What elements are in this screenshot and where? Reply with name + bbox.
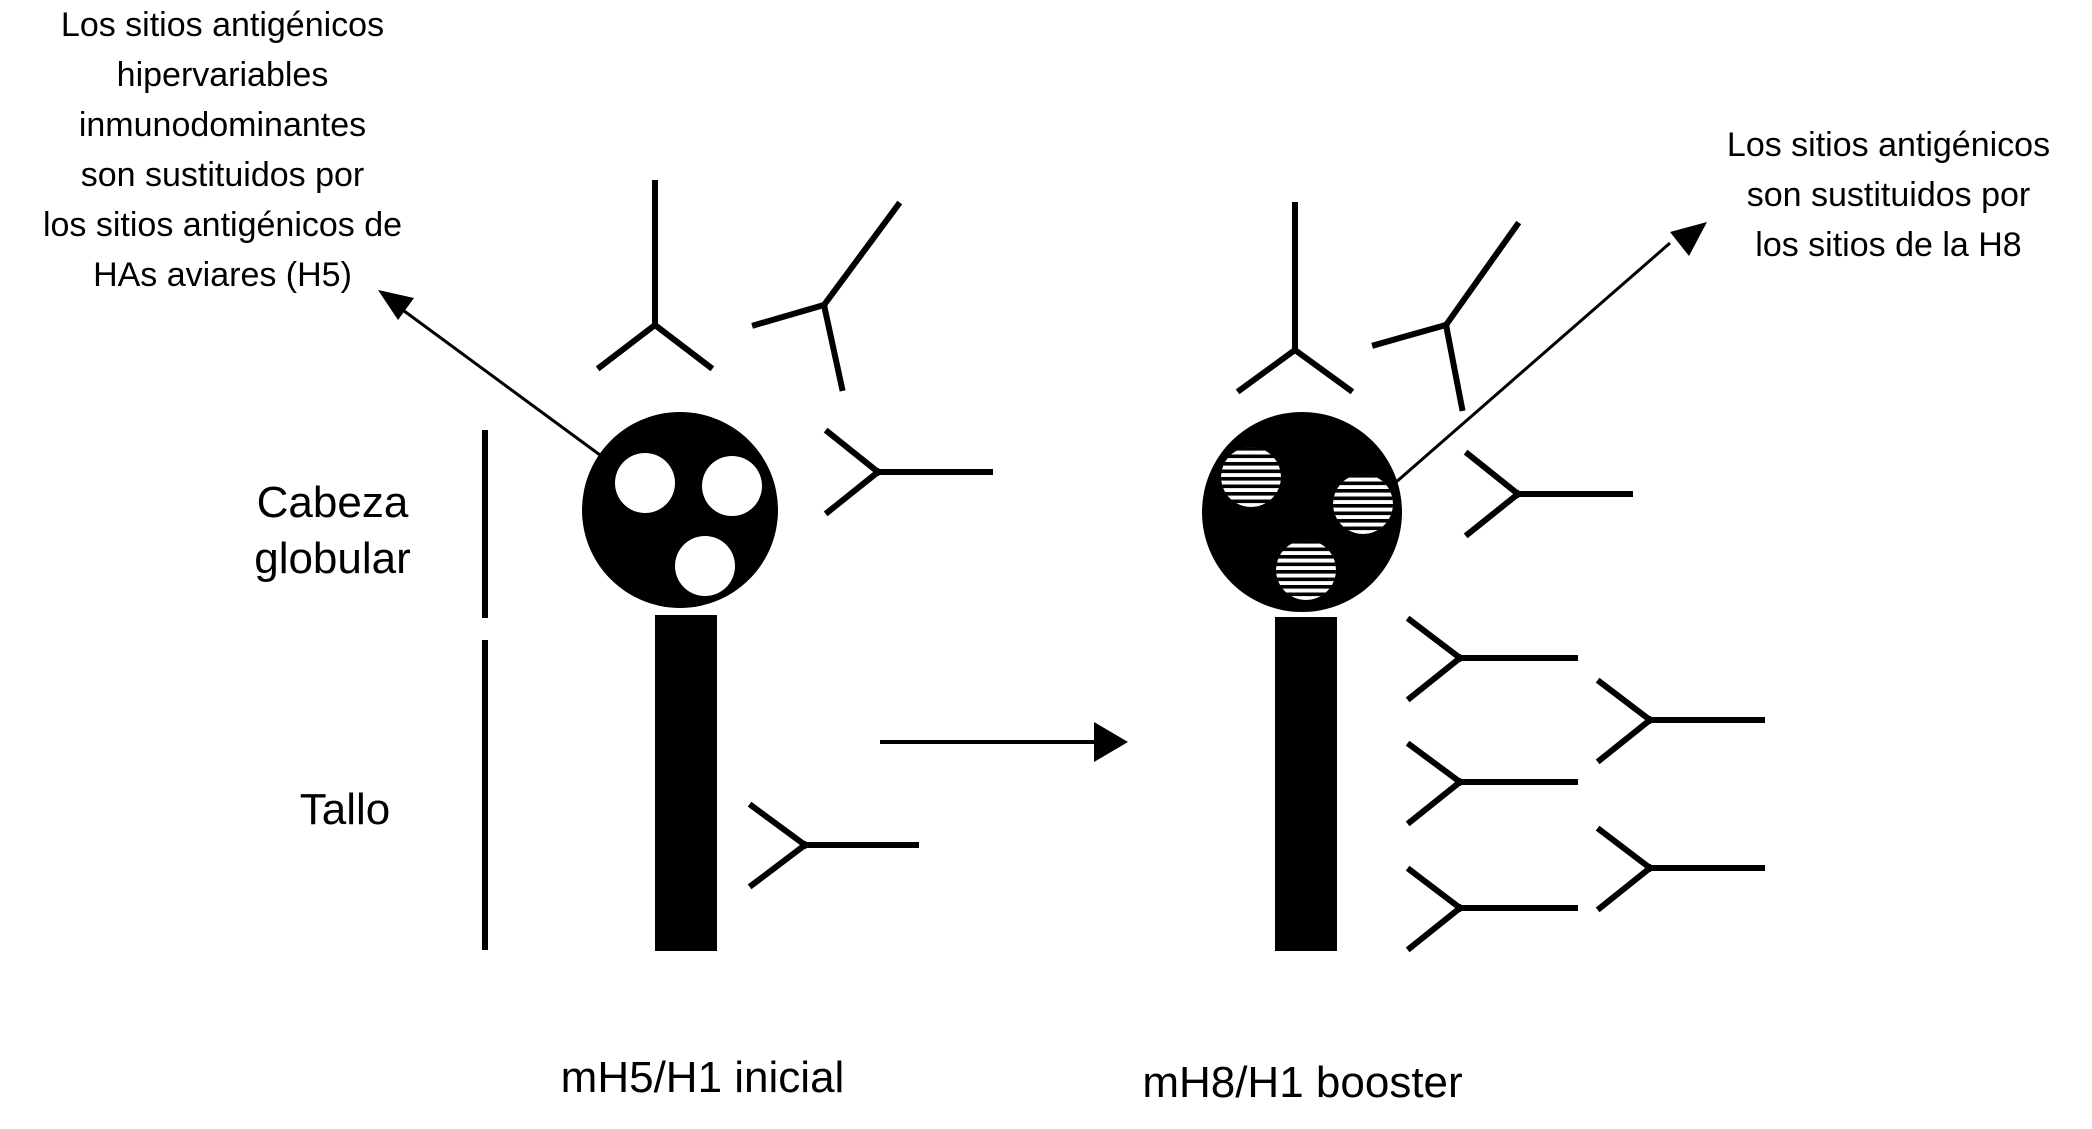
annotation-line: Los sitios antigénicos — [60, 6, 385, 44]
stripe — [1333, 481, 1393, 486]
hemagglutinin-initial — [582, 412, 778, 951]
stripe — [1276, 547, 1336, 552]
stripe — [1333, 504, 1393, 508]
stripe — [1276, 562, 1336, 567]
antibody — [823, 427, 993, 517]
head-region-label: Cabeza globular — [250, 475, 415, 587]
stripe — [1221, 469, 1281, 474]
pointer-arrow-h8 — [1394, 222, 1707, 485]
stalk-initial — [655, 615, 717, 951]
pointer-arrow-h5 — [378, 290, 601, 457]
antibody — [595, 180, 715, 372]
hemagglutinin-booster — [1202, 412, 1402, 951]
stripe — [1333, 526, 1393, 531]
antibody — [1371, 220, 1522, 412]
caption-booster: mH8/H1 booster — [1142, 1058, 1463, 1107]
annotation-line: inmunodominantes — [78, 106, 367, 144]
stripe — [1333, 511, 1393, 516]
antibody — [1405, 740, 1578, 827]
stalk-region-label: Tallo — [299, 785, 391, 834]
stripe — [1276, 585, 1336, 589]
antigenic-site-2 — [702, 456, 762, 516]
annotation-line: los sitios de la H8 — [1755, 226, 2022, 264]
stripe — [1333, 489, 1393, 493]
h5-annotation: Los sitios antigénicos hipervariables in… — [0, 0, 445, 300]
stripe — [1276, 570, 1336, 574]
annotation-line: HAs aviares (H5) — [93, 256, 352, 294]
antibody — [751, 200, 903, 392]
stripe — [1221, 492, 1281, 496]
antigenic-site-1 — [615, 453, 675, 513]
antigenic-site-3 — [675, 536, 735, 596]
antibody — [1235, 202, 1355, 395]
antigenic-site-h8-1 — [1221, 447, 1281, 507]
stripe — [1221, 462, 1281, 466]
stripe — [1221, 454, 1281, 459]
antibody — [747, 801, 919, 890]
antibody — [1595, 677, 1765, 765]
antigenic-site-h8-2 — [1333, 474, 1393, 534]
stripe — [1333, 519, 1393, 523]
antigenic-site-h8-3 — [1276, 540, 1336, 600]
antibody — [1595, 825, 1765, 913]
annotation-line: los sitios antigénicos de — [42, 206, 403, 244]
stripe — [1276, 592, 1336, 597]
antibody — [1405, 615, 1578, 703]
antibody — [1405, 865, 1578, 953]
stripe — [1221, 499, 1281, 504]
annotation-line: Los sitios antigénicos — [1726, 126, 2051, 164]
h8-annotation: Los sitios antigénicos son sustituidos p… — [1685, 120, 2092, 270]
antibody — [1463, 449, 1633, 539]
transition-arrow — [880, 722, 1128, 762]
stripe — [1333, 474, 1393, 478]
annotation-line: son sustituidos por — [80, 156, 365, 194]
stripe — [1221, 477, 1281, 481]
caption-initial: mH5/H1 inicial — [560, 1053, 845, 1102]
stripe — [1276, 555, 1336, 559]
stripe — [1276, 577, 1336, 582]
region-label-line: globular — [254, 534, 411, 583]
stripe — [1221, 484, 1281, 489]
annotation-line: son sustituidos por — [1746, 176, 2031, 214]
stripe — [1221, 447, 1281, 451]
stripe — [1333, 496, 1393, 501]
stripe — [1276, 540, 1336, 544]
annotation-line: hipervariables — [116, 56, 329, 94]
region-label-line: Cabeza — [256, 478, 409, 527]
stalk-booster — [1275, 617, 1337, 951]
